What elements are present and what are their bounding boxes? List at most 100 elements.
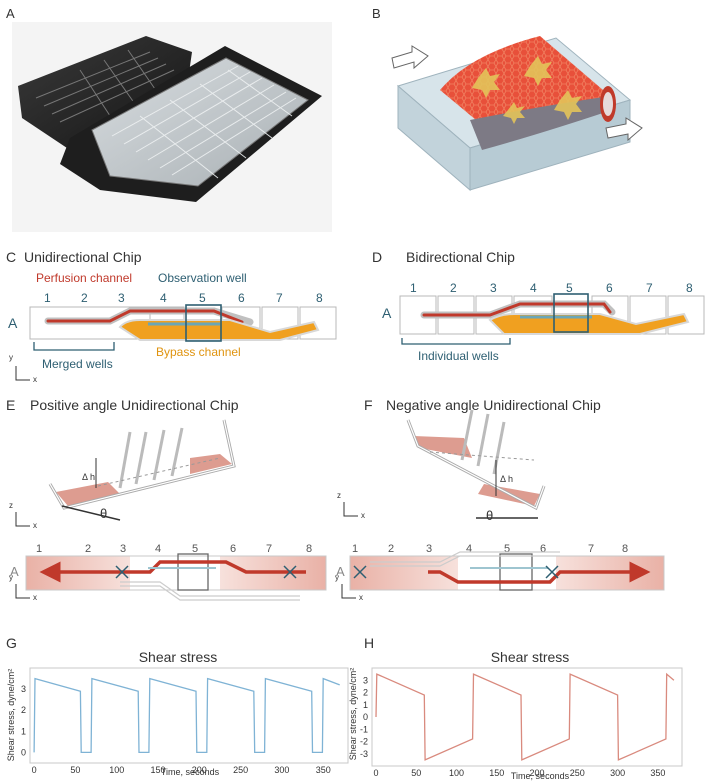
individual-wells-label: Individual wells <box>418 349 499 363</box>
chart-g-xtick-2: 100 <box>109 765 124 775</box>
panel-d-well-numbers: 1 2 3 4 5 6 7 8 <box>410 281 693 295</box>
svg-text:7: 7 <box>588 543 594 555</box>
panel-letter-a: A <box>6 6 15 21</box>
svg-text:7: 7 <box>266 543 272 555</box>
chart-g-xlabel: Time, seconds <box>161 767 220 777</box>
panel-letter-d: D <box>372 249 382 265</box>
positive-angle-top-view <box>25 553 327 601</box>
chart-g-ylabel: Shear stress, dyne/cm² <box>6 669 16 762</box>
svg-text:1: 1 <box>352 543 358 555</box>
svg-text:3: 3 <box>426 543 432 555</box>
chart-h-xtick-6: 300 <box>610 768 625 778</box>
delta-h-label-f: Δ h <box>500 474 513 484</box>
svg-text:x: x <box>33 593 37 602</box>
panel-f-title: Negative angle Unidirectional Chip <box>386 397 601 413</box>
svg-text:2: 2 <box>81 291 88 305</box>
svg-text:y: y <box>9 353 13 362</box>
panel-c-row-label: A <box>8 315 18 331</box>
panel-f-row-label: A <box>336 564 345 579</box>
chart-h-ytick-1: 2 <box>363 688 368 698</box>
chart-g-xtick-5: 250 <box>233 765 248 775</box>
svg-text:1: 1 <box>410 281 417 295</box>
svg-text:2: 2 <box>450 281 457 295</box>
chart-h-ytick-4: -1 <box>360 724 368 734</box>
svg-text:4: 4 <box>466 543 472 555</box>
chart-h-ytick-2: 1 <box>363 700 368 710</box>
chart-g-title: Shear stress <box>139 649 218 665</box>
xy-axis-icon-e: y x <box>9 573 37 602</box>
svg-text:3: 3 <box>120 543 126 555</box>
svg-text:2: 2 <box>85 543 91 555</box>
svg-text:4: 4 <box>530 281 537 295</box>
zx-axis-icon-e: z x <box>9 501 37 530</box>
svg-text:8: 8 <box>686 281 693 295</box>
chart-g-ytick-3: 3 <box>21 684 26 694</box>
svg-text:6: 6 <box>606 281 613 295</box>
chart-h-ylabel: Shear stress, dyne/cm² <box>348 668 358 761</box>
chart-h-title: Shear stress <box>491 649 570 665</box>
svg-text:1: 1 <box>36 543 42 555</box>
xy-axis-icon-c: y x <box>9 353 37 384</box>
theta-label-e: θ <box>100 506 107 521</box>
chart-h-xtick-3: 150 <box>489 768 504 778</box>
shear-stress-chart-h: Shear stress Time, seconds Shear stress,… <box>348 649 683 781</box>
chart-h-ytick-5: -2 <box>360 737 368 747</box>
delta-h-label-e: Δ h <box>82 472 95 482</box>
svg-text:6: 6 <box>230 543 236 555</box>
panel-d-title: Bidirectional Chip <box>406 249 515 265</box>
svg-text:5: 5 <box>199 291 206 305</box>
panel-letter-c: C <box>6 249 16 265</box>
chart-h-ytick-0: 3 <box>363 675 368 685</box>
svg-text:6: 6 <box>540 543 546 555</box>
panel-letter-b: B <box>372 6 381 21</box>
merged-wells-bracket <box>33 342 115 351</box>
chart-g-xtick-3: 150 <box>151 765 166 775</box>
positive-angle-side-view <box>48 419 236 521</box>
svg-text:7: 7 <box>276 291 283 305</box>
svg-text:4: 4 <box>155 543 161 555</box>
shear-stress-chart-g: Shear stress Time, seconds Shear stress,… <box>6 649 349 777</box>
svg-text:y: y <box>9 573 13 582</box>
chart-h-xtick-7: 350 <box>650 768 665 778</box>
svg-text:x: x <box>33 375 37 384</box>
perfusion-channel-label: Perfusion channel <box>36 271 132 285</box>
xy-axis-icon-f: y x <box>335 573 363 602</box>
chart-g-xtick-4: 200 <box>192 765 207 775</box>
zx-axis-icon-f: z x <box>337 491 365 520</box>
chart-h-xtick-0: 0 <box>374 768 379 778</box>
theta-label-f: θ <box>486 508 493 523</box>
svg-text:y: y <box>335 573 339 582</box>
svg-text:x: x <box>361 511 365 520</box>
panel-letter-g: G <box>6 635 17 651</box>
svg-text:2: 2 <box>388 543 394 555</box>
chart-g-ytick-0: 0 <box>21 747 26 757</box>
chart-h-xtick-4: 200 <box>530 768 545 778</box>
svg-text:7: 7 <box>646 281 653 295</box>
chart-h-xlabel: Time, seconds <box>511 771 570 781</box>
svg-text:1: 1 <box>44 291 51 305</box>
chart-g-xtick-7: 350 <box>316 765 331 775</box>
svg-text:5: 5 <box>192 543 198 555</box>
chart-g-xtick-1: 50 <box>70 765 80 775</box>
bypass-channel-label: Bypass channel <box>156 345 241 359</box>
chart-g-series-line <box>33 677 340 754</box>
chart-h-series-line <box>375 672 675 761</box>
chart-g-ytick-2: 2 <box>21 705 26 715</box>
vessel-3d-illustration <box>391 36 643 192</box>
svg-text:6: 6 <box>238 291 245 305</box>
panel-e-title: Positive angle Unidirectional Chip <box>30 397 239 413</box>
chart-g-xtick-6: 300 <box>274 765 289 775</box>
panel-d-row-label: A <box>382 305 392 321</box>
chart-h-xtick-5: 250 <box>570 768 585 778</box>
chart-g-ytick-1: 1 <box>21 726 26 736</box>
panel-letter-h: H <box>364 635 374 651</box>
svg-text:3: 3 <box>118 291 125 305</box>
svg-text:z: z <box>9 501 13 510</box>
svg-text:8: 8 <box>306 543 312 555</box>
chart-h-frame <box>371 667 683 767</box>
panel-e-well-numbers: 1 2 3 4 5 6 7 8 <box>36 543 312 555</box>
negative-angle-top-view <box>349 551 665 591</box>
panel-e-row-label: A <box>10 564 19 579</box>
